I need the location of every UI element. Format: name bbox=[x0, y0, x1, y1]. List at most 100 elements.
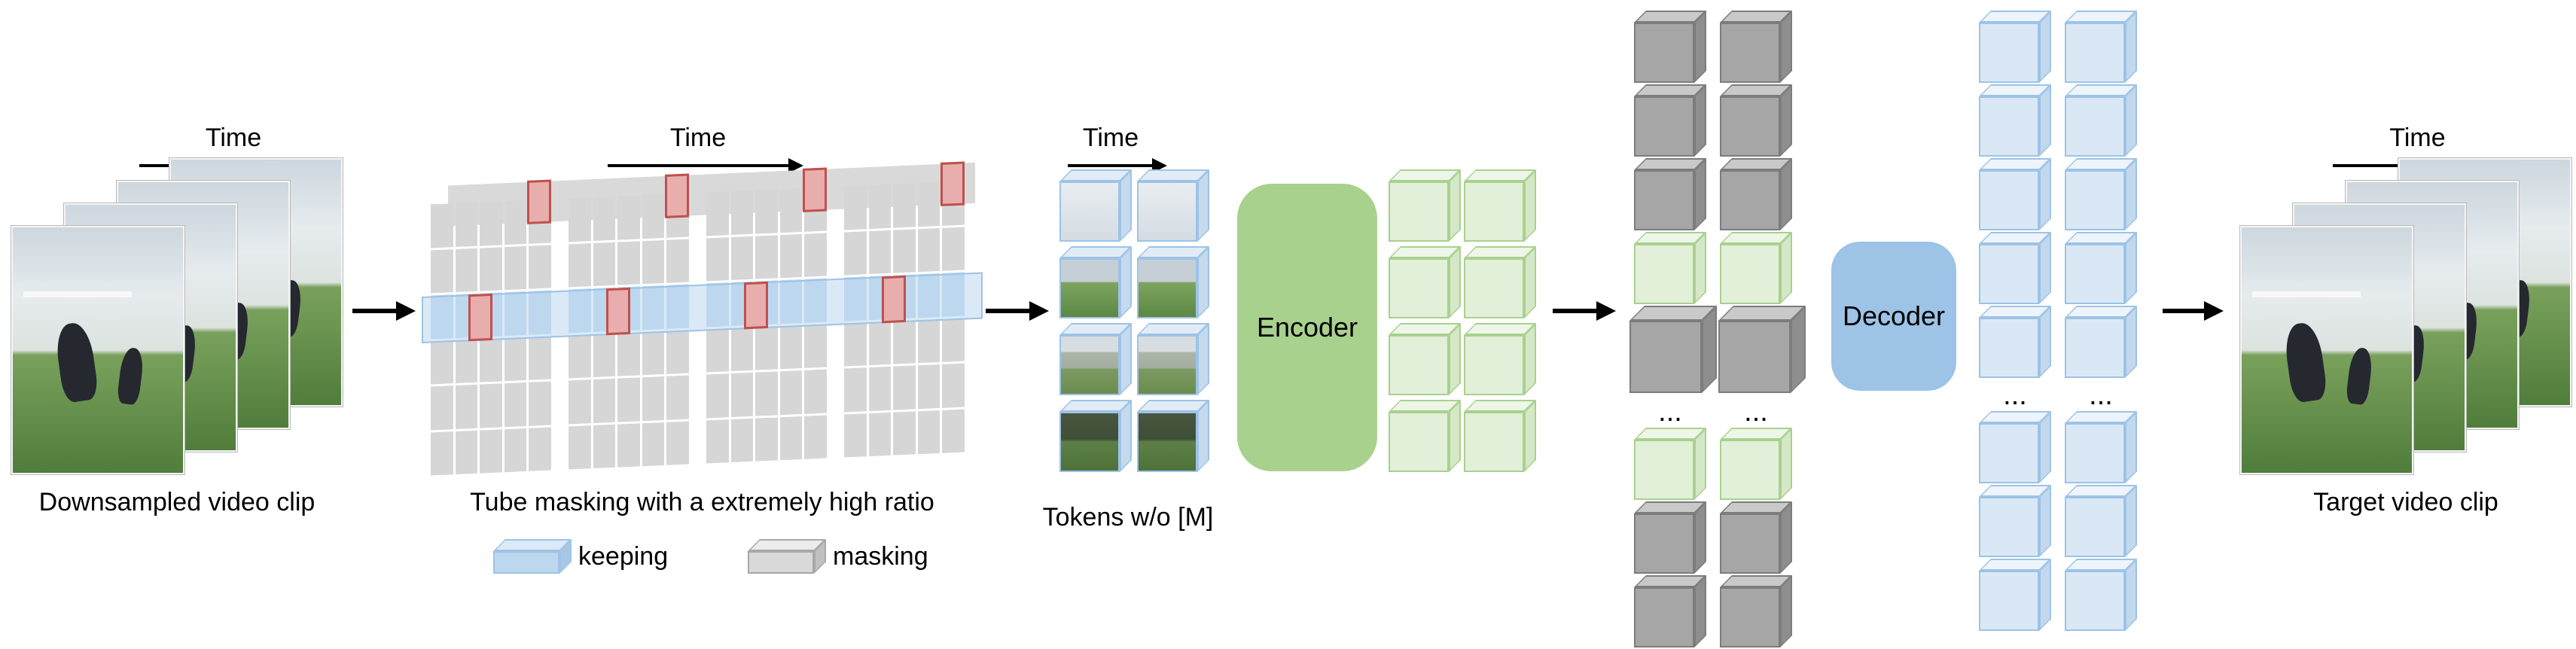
mask-cell bbox=[569, 379, 591, 424]
gray-cube bbox=[1720, 575, 1792, 647]
time-label: Time bbox=[2389, 123, 2446, 152]
cube-front-face bbox=[1389, 335, 1449, 395]
flow-arrow bbox=[2163, 309, 2204, 313]
blue-cube bbox=[2065, 158, 2137, 230]
encoded-token-cube bbox=[1389, 246, 1461, 318]
mask-cell bbox=[706, 373, 729, 418]
blue-cube bbox=[2065, 559, 2137, 631]
encoded-token-cube bbox=[1389, 169, 1461, 242]
mask-cell bbox=[480, 383, 502, 428]
video-token-cube bbox=[1059, 400, 1132, 472]
blue-cube bbox=[2065, 411, 2137, 483]
cube-side-face bbox=[2039, 411, 2051, 483]
cube-front-face bbox=[2065, 497, 2125, 557]
blue-cube bbox=[1979, 232, 2051, 304]
mask-cell bbox=[942, 409, 965, 453]
cube-side-face bbox=[1120, 400, 1132, 472]
mask-cell bbox=[529, 426, 551, 471]
blue-cube bbox=[1979, 84, 2051, 157]
mask-cell bbox=[431, 385, 453, 430]
mask-cell bbox=[779, 416, 803, 461]
mask-cell bbox=[455, 384, 478, 429]
mask-cell bbox=[868, 230, 892, 275]
mask-cell bbox=[642, 193, 665, 239]
masked-tube-cell bbox=[940, 161, 965, 206]
mask-cell bbox=[529, 244, 551, 289]
encoder-output-grid bbox=[1389, 169, 1547, 478]
cube-front-face bbox=[1634, 23, 1694, 83]
cube-front-face bbox=[1720, 587, 1780, 647]
blue-cube bbox=[1979, 559, 2051, 631]
cube-side-face bbox=[1197, 323, 1209, 395]
cube-side-face bbox=[1524, 169, 1536, 242]
blue-cube bbox=[1979, 11, 2051, 83]
cube-front-face bbox=[1634, 170, 1694, 230]
time-label: Time bbox=[1082, 123, 1139, 152]
cube-front-face bbox=[1389, 181, 1449, 242]
cube-front-face bbox=[2065, 23, 2125, 83]
mask-cell bbox=[642, 239, 665, 285]
goalpost-shape bbox=[23, 291, 133, 297]
mask-cell bbox=[529, 335, 551, 380]
mask-cell bbox=[455, 430, 478, 475]
ellipsis-label: ... bbox=[1744, 396, 1768, 428]
mask-cell bbox=[504, 337, 527, 382]
cube-side-face bbox=[1780, 158, 1792, 230]
cube-side-face bbox=[1449, 323, 1461, 395]
cube-side-face bbox=[2125, 232, 2137, 304]
masking-caption: Tube masking with a extremely high ratio bbox=[470, 488, 934, 516]
cube-front-face bbox=[1979, 423, 2039, 483]
mask-cell bbox=[666, 421, 689, 465]
cube-side-face bbox=[2039, 11, 2051, 83]
cube-side-face bbox=[1694, 501, 1706, 574]
video-token-cube bbox=[1059, 169, 1132, 242]
encoded-token-cube bbox=[1389, 400, 1461, 472]
cube-front-face bbox=[1979, 318, 2039, 378]
green-cube bbox=[1634, 232, 1706, 304]
mask-cell bbox=[730, 236, 754, 281]
blue-cube bbox=[2065, 306, 2137, 378]
latent-cube-large bbox=[1629, 306, 1717, 393]
cube-side-face bbox=[2039, 306, 2051, 378]
mask-cell bbox=[917, 410, 940, 455]
mask-cell bbox=[666, 330, 689, 374]
encoded-token-cube bbox=[1464, 169, 1536, 242]
mask-cell bbox=[706, 236, 729, 282]
mask-cell bbox=[593, 424, 616, 469]
cube-front-face bbox=[1464, 335, 1524, 395]
cube-side-face bbox=[1694, 158, 1706, 230]
video-token-cube bbox=[1137, 400, 1209, 472]
cube-front-face bbox=[1634, 440, 1694, 500]
player-silhouette bbox=[2345, 346, 2375, 406]
blue-cube bbox=[2065, 11, 2137, 83]
blue-cube bbox=[1979, 485, 2051, 557]
mask-cell bbox=[844, 185, 867, 230]
time-arrow bbox=[608, 164, 788, 167]
cube-side-face bbox=[1780, 11, 1792, 83]
mask-cell bbox=[706, 419, 729, 464]
cube-front-face bbox=[1634, 513, 1694, 574]
cube-side-face bbox=[2125, 559, 2137, 631]
cube-top-face bbox=[748, 539, 826, 551]
mask-cell bbox=[755, 416, 778, 462]
masked-tube-cell bbox=[527, 179, 551, 224]
mask-cell bbox=[706, 191, 729, 236]
cube-front-face bbox=[2065, 244, 2125, 304]
cube-front-face bbox=[1634, 96, 1694, 157]
cube-side-face bbox=[1449, 246, 1461, 318]
encoded-token-cube bbox=[1389, 323, 1461, 395]
blue-cube bbox=[1979, 306, 2051, 378]
cube-front-face bbox=[2065, 423, 2125, 483]
time-arrow bbox=[1068, 164, 1152, 167]
masked-tube-cell bbox=[606, 287, 630, 336]
mask-cell bbox=[617, 240, 640, 285]
mask-cell bbox=[868, 412, 892, 457]
mask-cell bbox=[431, 340, 453, 385]
mask-cell bbox=[844, 367, 867, 413]
downsampled-video-clip bbox=[11, 151, 354, 493]
mask-cell bbox=[504, 200, 527, 245]
mask-cell bbox=[779, 324, 803, 370]
cube-side-face bbox=[1120, 323, 1132, 395]
cube-side-face bbox=[1694, 428, 1706, 500]
mask-cell bbox=[480, 246, 502, 291]
